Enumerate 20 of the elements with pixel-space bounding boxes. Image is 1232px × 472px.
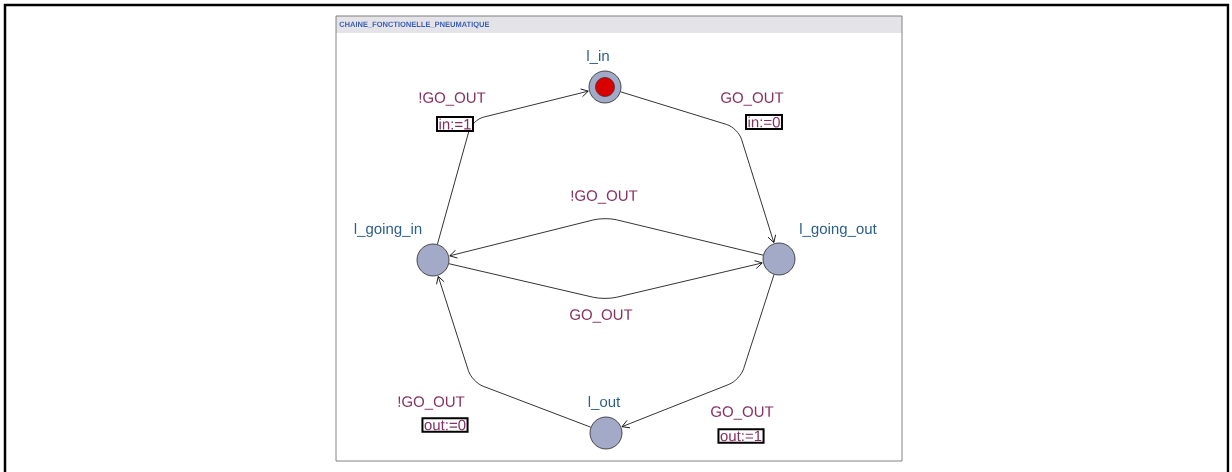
- update-label: in:=0: [745, 114, 783, 130]
- arrow: [436, 276, 592, 428]
- node-label: l_out: [588, 396, 621, 410]
- guard-label: !GO_OUT: [417, 91, 487, 107]
- arrow: [449, 218, 764, 259]
- update-label: out:=1: [717, 428, 765, 444]
- update-label: in:=1: [436, 116, 474, 132]
- guard-label: !GO_OUT: [569, 189, 639, 205]
- guard-label: GO_OUT: [709, 405, 775, 421]
- node-label: l_going_out: [800, 223, 877, 237]
- arrow: [448, 260, 763, 299]
- arrow: [437, 88, 589, 245]
- node-label: l_going_in: [354, 223, 422, 237]
- guard-label: !GO_OUT: [396, 395, 466, 411]
- arrow: [620, 91, 776, 243]
- guard-label: GO_OUT: [568, 308, 634, 324]
- update-label: out:=0: [421, 417, 469, 433]
- arrow: [621, 274, 775, 429]
- node-label: l_in: [587, 50, 609, 64]
- guard-label: GO_OUT: [719, 91, 785, 107]
